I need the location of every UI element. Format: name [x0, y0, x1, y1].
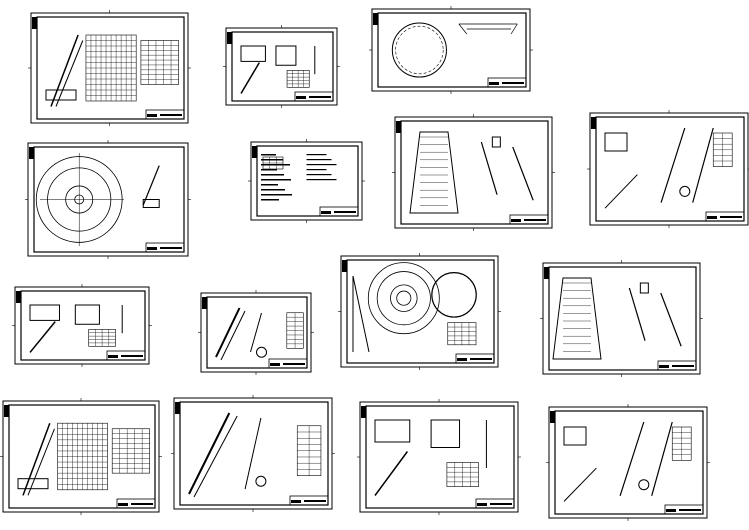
sheet-drawing-detail: [29, 304, 123, 353]
title-block: [455, 353, 495, 364]
title-block: [145, 109, 185, 120]
binding-tab: [544, 267, 549, 279]
binding-tab: [361, 406, 366, 418]
drawing-sheet[interactable]: [12, 284, 152, 367]
sheet-border: [14, 286, 150, 365]
sheet-drawing-details: [604, 127, 733, 209]
title-block: [268, 358, 308, 369]
drawing-sheet[interactable]: [357, 399, 521, 515]
binding-tab: [373, 13, 378, 25]
sheet-drawing-tower2: [552, 277, 682, 360]
title-block: [294, 91, 334, 102]
title-block: [116, 498, 156, 509]
sheet-border: [225, 27, 338, 106]
sheet-inner-frame: [36, 16, 185, 120]
binding-tab: [550, 411, 555, 423]
binding-tab: [202, 297, 207, 309]
drawing-sheet[interactable]: [223, 25, 340, 108]
binding-tab: [342, 260, 347, 272]
title-block: [705, 211, 745, 222]
title-block: [509, 214, 549, 225]
sheet-inner-frame: [20, 290, 146, 361]
sheet-drawing-details: [563, 421, 692, 502]
binding-tab: [16, 291, 21, 303]
title-block: [145, 242, 185, 253]
binding-tab: [32, 17, 37, 29]
drawing-sheet[interactable]: [0, 398, 162, 515]
sheet-border: [548, 406, 708, 519]
sheet-inner-frame: [400, 120, 549, 225]
sheet-drawing-circle2: [35, 153, 160, 246]
drawing-sheet[interactable]: [392, 114, 555, 231]
drawing-sheet[interactable]: [25, 140, 191, 259]
drawing-sheet[interactable]: [546, 404, 710, 521]
sheet-border: [371, 8, 531, 92]
drawing-sheet[interactable]: [171, 395, 335, 512]
title-block: [319, 206, 359, 217]
sheet-inner-frame: [8, 404, 156, 509]
sheet-inner-frame: [33, 146, 185, 253]
sheet-inner-frame: [554, 410, 704, 515]
sheet-inner-frame: [548, 266, 697, 371]
binding-tab: [252, 146, 257, 158]
binding-tab: [175, 402, 180, 414]
sheet-border: [394, 116, 553, 229]
drawing-sheet[interactable]: [540, 260, 703, 377]
drawing-sheet[interactable]: [28, 10, 191, 126]
title-block: [664, 504, 704, 515]
sheet-drawing-circles: [352, 262, 477, 353]
sheet-inner-frame: [346, 259, 495, 364]
sheet-drawing-slope: [188, 412, 322, 498]
binding-tab: [4, 405, 9, 417]
sheet-drawing-table: [45, 34, 179, 107]
drawing-sheet[interactable]: [248, 139, 365, 223]
drawing-sheet[interactable]: [198, 290, 314, 375]
title-block: [487, 77, 527, 88]
title-block: [657, 360, 697, 371]
sheet-inner-frame: [377, 12, 527, 88]
sheet-drawing-tower: [409, 131, 534, 214]
title-block: [106, 350, 146, 361]
sheet-inner-frame: [365, 405, 515, 509]
binding-tab: [227, 32, 232, 44]
sheet-drawing-detail: [240, 45, 316, 94]
drawing-sheet[interactable]: [587, 110, 749, 228]
drawing-sheet[interactable]: [369, 6, 533, 94]
sheet-border: [340, 255, 499, 368]
sheet-inner-frame: [179, 401, 329, 506]
sheet-inner-frame: [256, 145, 359, 217]
binding-tab: [591, 117, 596, 129]
sheet-border: [589, 112, 749, 226]
sheet-drawing-notes: [261, 154, 337, 201]
sheet-border: [250, 141, 363, 221]
title-block: [475, 498, 515, 509]
binding-tab: [29, 147, 34, 159]
binding-tab: [396, 121, 401, 133]
sheet-border: [359, 401, 519, 513]
drawing-sheet[interactable]: [338, 253, 501, 370]
sheet-drawing-slope: [215, 307, 304, 361]
sheet-inner-frame: [231, 31, 334, 102]
sheet-drawing-table: [17, 422, 150, 496]
sheet-inner-frame: [595, 116, 745, 222]
sheet-drawing-circle: [391, 22, 518, 78]
sheet-border: [542, 262, 701, 375]
sheet-drawing-detail: [374, 419, 487, 496]
title-block: [289, 495, 329, 506]
sheet-inner-frame: [206, 296, 308, 369]
